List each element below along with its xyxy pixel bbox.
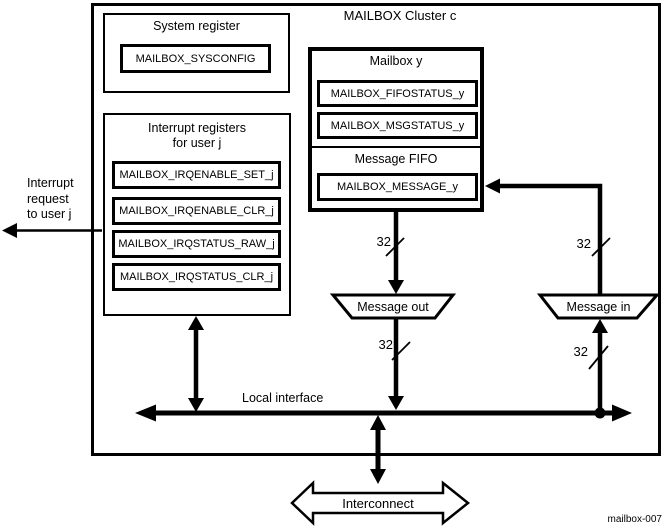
register-fifostatus: MAILBOX_FIFOSTATUS_y [317, 80, 478, 107]
interrupt-request-line2: request [27, 191, 69, 206]
local-interface-label: Local interface [242, 391, 324, 405]
cluster-title: MAILBOX Cluster c [343, 8, 457, 23]
figure-id-label: mailbox-007 [607, 514, 662, 525]
interrupt-request-line1: Interrupt [27, 176, 74, 190]
mailbox-y-title: Mailbox y [369, 54, 423, 68]
interrupt-request-line3: to user j [27, 207, 72, 221]
register-irqenable-clr: MAILBOX_IRQENABLE_CLR_j [112, 197, 281, 225]
message-fifo-title: Message FIFO [354, 152, 438, 166]
message-fifo-divider [312, 146, 480, 148]
register-irqenable-set: MAILBOX_IRQENABLE_SET_j [112, 161, 281, 189]
message-in-label: Message in [566, 300, 631, 314]
interrupt-registers-title-line2: for user j [172, 136, 222, 150]
register-message: MAILBOX_MESSAGE_y [317, 173, 478, 201]
register-irqstatus-clr: MAILBOX_IRQSTATUS_CLR_j [112, 263, 281, 291]
system-register-title: System register [153, 19, 240, 33]
bus-width-label-msgout-bottom: 32 [378, 337, 393, 352]
interrupt-registers-title-line1: Interrupt registers [148, 121, 246, 135]
message-out-label: Message out [357, 300, 429, 314]
interconnect-link-arrowhead-down [370, 469, 386, 484]
register-msgstatus: MAILBOX_MSGSTATUS_y [317, 112, 478, 139]
interconnect-label: Interconnect [342, 496, 414, 511]
interrupt-request-label: Interrupt request to user j [27, 176, 107, 223]
interrupt-request-arrowhead [2, 223, 17, 238]
register-sysconfig: MAILBOX_SYSCONFIG [120, 44, 271, 73]
bus-width-label-msgin-bottom: 32 [573, 344, 588, 359]
bus-width-label-msgout-top: 32 [376, 234, 391, 249]
register-irqstatus-raw: MAILBOX_IRQSTATUS_RAW_j [112, 230, 281, 258]
bus-width-label-msgin-top: 32 [576, 236, 591, 251]
